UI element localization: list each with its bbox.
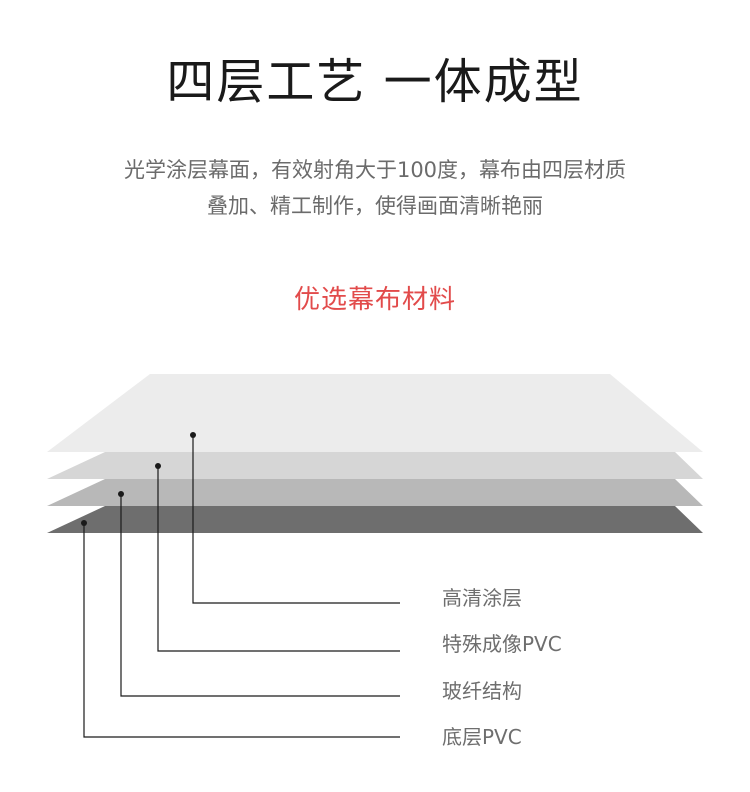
section-subtitle: 优选幕布材料 xyxy=(293,285,456,315)
layer-hd-coating xyxy=(47,374,703,452)
page-title: 四层工艺 一体成型 xyxy=(166,54,584,110)
description: 光学涂层幕面，有效射角大于100度，幕布由四层材质 叠加、精工制作，使得画面清晰… xyxy=(0,152,750,224)
layer-bottom-pvc xyxy=(47,506,703,533)
description-line-2: 叠加、精工制作，使得画面清晰艳丽 xyxy=(207,194,543,218)
marker-dot-imaging-pvc xyxy=(155,463,161,469)
leader-line-hd-coating xyxy=(192,435,400,604)
marker-dot-glass-fiber xyxy=(118,491,124,497)
marker-dot-hd-coating xyxy=(190,432,196,438)
label-glass-fiber: 玻纤结构 xyxy=(442,679,522,703)
marker-dot-bottom-pvc xyxy=(81,520,87,526)
layer-glass-fiber xyxy=(47,479,703,506)
label-hd-coating: 高清涂层 xyxy=(442,586,522,610)
description-line-1: 光学涂层幕面，有效射角大于100度，幕布由四层材质 xyxy=(123,158,627,182)
leader-line-imaging-pvc xyxy=(157,466,400,652)
layer-imaging-pvc xyxy=(47,452,703,479)
leader-line-bottom-pvc xyxy=(83,523,400,738)
label-bottom-pvc: 底层PVC xyxy=(442,725,522,749)
label-imaging-pvc: 特殊成像PVC xyxy=(442,632,562,656)
leader-line-glass-fiber xyxy=(120,494,400,697)
